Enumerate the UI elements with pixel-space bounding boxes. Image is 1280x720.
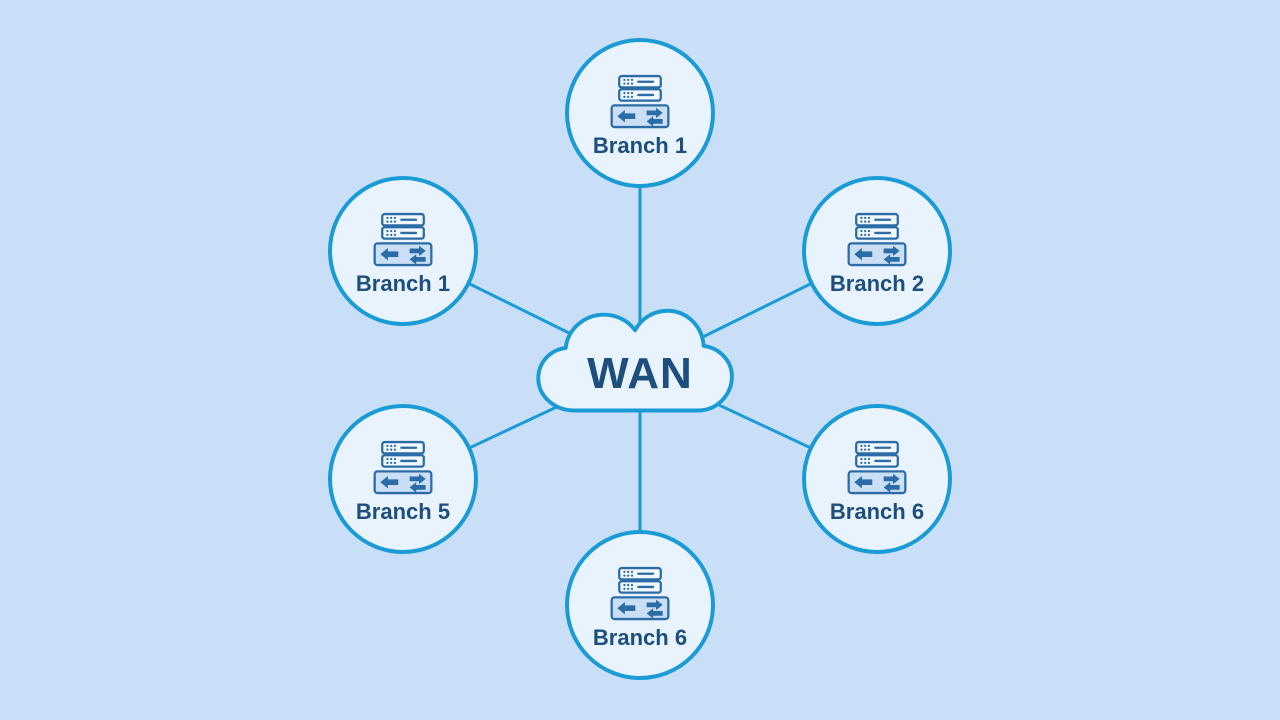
branch-node-lower-left: Branch 5 <box>328 404 478 554</box>
server-router-icon <box>847 440 907 494</box>
server-router-icon <box>373 212 433 266</box>
branch-label: Branch 5 <box>355 498 451 524</box>
branch-label: Branch 2 <box>829 270 925 296</box>
branch-label: Branch 6 <box>829 498 925 524</box>
branch-node-lower-right: Branch 6 <box>802 404 952 554</box>
branch-node-upper-right: Branch 2 <box>802 176 952 326</box>
server-router-icon <box>373 440 433 494</box>
branch-node-top: Branch 1 <box>565 38 715 188</box>
branch-label: Branch 6 <box>592 624 688 650</box>
server-router-icon <box>610 74 670 128</box>
wan-label: WAN <box>587 349 693 398</box>
branch-label: Branch 1 <box>592 132 688 158</box>
wan-cloud: WAN <box>527 300 753 432</box>
server-router-icon <box>610 566 670 620</box>
branch-node-upper-left: Branch 1 <box>328 176 478 326</box>
server-router-icon <box>847 212 907 266</box>
branch-label: Branch 1 <box>355 270 451 296</box>
cloud-icon <box>536 308 734 413</box>
branch-node-bottom: Branch 6 <box>565 530 715 680</box>
